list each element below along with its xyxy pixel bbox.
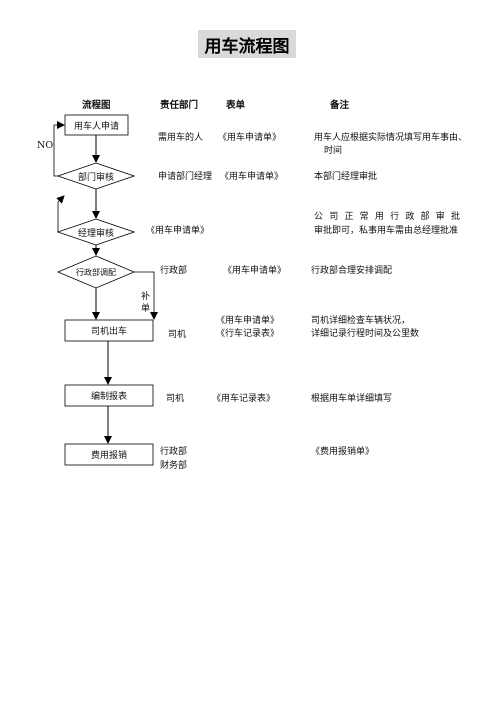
form-4: 《用车申请单》 <box>223 266 287 276</box>
note-3a: 公司正常用行政部审批 <box>314 212 460 222</box>
dept-5: 司机 <box>168 330 187 340</box>
shape-expense <box>64 443 154 466</box>
dept-7a: 行政部 <box>160 447 188 457</box>
step-2-label: 部门审核 <box>77 172 114 183</box>
dept-7b: 财务部 <box>160 461 188 471</box>
dept-6: 司机 <box>166 394 185 404</box>
dept-3: 《用车申请单》 <box>146 226 210 236</box>
loop-no-line <box>53 121 65 177</box>
shape-driver <box>64 319 154 342</box>
loop-manager-line <box>56 195 65 232</box>
step-1-label: 用车人申请 <box>73 121 119 132</box>
header-note: 备注 <box>330 100 350 111</box>
step-4-label: 行政部调配 <box>76 267 116 277</box>
step-5-label: 司机出车 <box>90 327 127 337</box>
header-flow: 流程图 <box>82 100 111 111</box>
header-form: 表单 <box>226 100 246 111</box>
note-7: 《费用报销单》 <box>311 447 375 457</box>
note-1b: 时间 <box>324 146 343 156</box>
note-2: 本部门经理审批 <box>314 172 378 182</box>
page-title: 用车流程图 <box>198 30 296 58</box>
side-label-1: 补 <box>141 292 151 302</box>
supplement-line <box>134 271 158 320</box>
step-7-label: 费用报销 <box>90 451 127 461</box>
note-5b: 详细记录行程时间及公里数 <box>311 329 420 339</box>
shape-report <box>64 384 154 407</box>
note-5a: 司机详细检查车辆状况， <box>311 316 411 326</box>
note-3: 公司正常用行政部审批 审批即可，私事用车需由总经理批准 <box>314 210 460 238</box>
form-1: 《用车申请单》 <box>218 133 282 143</box>
dept-2: 申请部门经理 <box>158 172 213 182</box>
note-6: 根据用车单详细填写 <box>311 394 393 404</box>
loop-no-label: NO <box>37 140 54 151</box>
form-2: 《用车申请单》 <box>220 172 284 182</box>
dept-1: 需用车的人 <box>158 133 204 143</box>
form-5b: 《行车记录表》 <box>216 329 280 339</box>
note-4: 行政部合理安排调配 <box>311 266 393 276</box>
form-6: 《用车记录表》 <box>212 394 276 404</box>
note-3b: 审批即可，私事用车需由总经理批准 <box>314 226 459 236</box>
step-6-label: 编制报表 <box>90 392 127 402</box>
note-1a: 用车人应根据实际情况填写用车事由、 <box>314 133 468 143</box>
form-5a: 《用车申请单》 <box>216 316 280 326</box>
step-3-label: 经理审核 <box>77 228 114 239</box>
header-dept: 责任部门 <box>160 100 199 111</box>
side-label-2: 单 <box>141 304 151 314</box>
dept-4: 行政部 <box>160 266 188 276</box>
